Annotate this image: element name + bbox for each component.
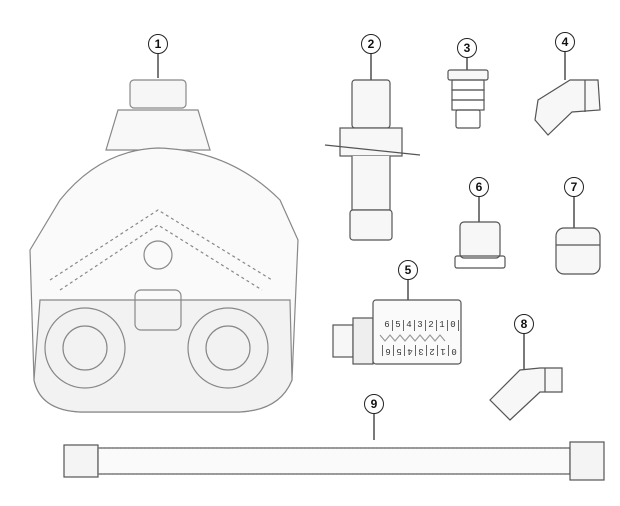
part-9-hose	[63, 441, 605, 481]
scale-digit: 1	[437, 320, 448, 331]
leader-lines	[157, 52, 575, 440]
callout-4: 4	[555, 32, 575, 52]
part-6-clip	[454, 221, 506, 269]
scale-digit: 1	[437, 345, 448, 356]
part-2-connector	[324, 79, 421, 241]
callout-5: 5	[398, 260, 418, 280]
callout-8: 8	[514, 314, 534, 334]
part-8-elbow	[489, 367, 563, 421]
scale-digit: 3	[415, 345, 426, 356]
scale-digit: 0	[448, 345, 459, 356]
scale-digit: 2	[426, 345, 437, 356]
part-7-cap	[555, 227, 601, 275]
callout-1: 1	[148, 34, 168, 54]
part-1-mask	[29, 79, 299, 413]
callout-7: 7	[564, 177, 584, 197]
part-5-top-scale: 6 5 4 3 2 1 0	[382, 320, 459, 331]
scale-digit: 4	[404, 320, 415, 331]
part-4-elbow	[534, 79, 601, 136]
callout-6: 6	[469, 177, 489, 197]
scale-digit: 5	[393, 320, 404, 331]
callout-3: 3	[457, 38, 477, 58]
part-5-valve	[332, 299, 462, 365]
scale-digit: 4	[404, 345, 415, 356]
scale-digit: 3	[415, 320, 426, 331]
scale-digit: 6	[382, 345, 393, 356]
scale-digit: 0	[448, 320, 459, 331]
part-3-plug	[447, 69, 489, 129]
scale-digit: 5	[393, 345, 404, 356]
scale-digit: 2	[426, 320, 437, 331]
scale-digit: 6	[382, 320, 393, 331]
callout-9: 9	[364, 394, 384, 414]
part-5-bottom-scale: 0 1 2 3 4 5 6	[382, 345, 459, 356]
callout-2: 2	[361, 34, 381, 54]
